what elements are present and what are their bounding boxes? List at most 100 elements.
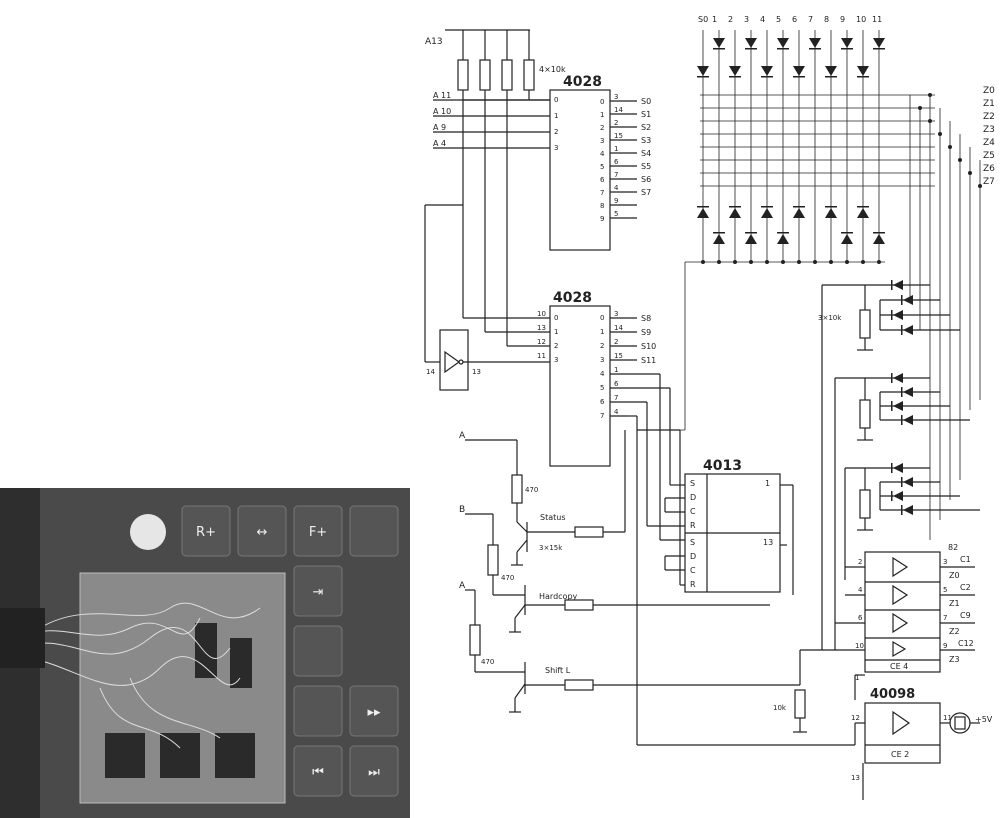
input-label: B <box>459 505 465 515</box>
chip2-pin-number: 7 <box>614 394 618 402</box>
key-label: ▸▸ <box>367 705 381 720</box>
chip1-pin-number: 9 <box>614 197 618 205</box>
chip4-in-number: 2 <box>858 558 862 566</box>
chip1-out-pin: 7 <box>600 189 604 197</box>
chip1-out-pin: 6 <box>600 176 605 184</box>
chip2-pin-number: 2 <box>614 338 618 346</box>
s-output-label: S7 <box>641 188 651 197</box>
chip2-in-pin: 0 <box>554 314 558 322</box>
hardcopy-resistor <box>564 599 594 611</box>
chip4-40098-ce4 <box>864 551 941 673</box>
chip3-pin: S <box>690 538 695 547</box>
chip1-pin-number: 5 <box>614 210 618 218</box>
chip2-out-pin: 5 <box>600 384 604 392</box>
chip4-in-number: 4 <box>858 586 863 594</box>
chip4-out-number: 5 <box>943 586 947 594</box>
chip4-out-number: 9 <box>943 642 947 650</box>
chip4-out-number: 7 <box>943 614 947 622</box>
buzzer-icon <box>949 712 971 734</box>
diode-matrix <box>637 30 982 431</box>
chip2-in-number: 12 <box>537 338 546 346</box>
resistor-10k <box>794 689 806 719</box>
chip2-pin-number: 1 <box>614 366 618 374</box>
a13-label: A13 <box>425 37 443 47</box>
chip2-4028 <box>549 305 611 467</box>
keyboard-matrix-schematic: A13 4×10k A 11 A 10 A 9 A 4 4028 0 1 2 3… <box>424 15 995 800</box>
input-label: A <box>459 581 466 591</box>
chip3-pin: R <box>690 521 696 530</box>
chip1-in-pin: 2 <box>554 128 558 136</box>
chip2-in-number: 11 <box>537 352 546 360</box>
row-label: Z5 <box>983 151 995 161</box>
chip1-out-pin: 2 <box>600 124 604 132</box>
pulldown-diode-groups <box>821 280 980 650</box>
c-output-label: C12 <box>958 639 974 648</box>
column-label: 5 <box>776 15 781 24</box>
row-label: Z2 <box>983 112 995 122</box>
column-label: S0 <box>698 15 708 24</box>
column-label: 6 <box>792 15 797 24</box>
row-label: Z0 <box>983 86 995 96</box>
chip1-in-pin: 1 <box>554 112 558 120</box>
c-output-z: Z2 <box>949 627 960 636</box>
column-label: 4 <box>760 15 765 24</box>
key-label: ↔ <box>257 525 268 540</box>
inverter-pin: 13 <box>472 368 481 376</box>
c-output-header: 82 <box>948 543 958 552</box>
row-label: Z6 <box>983 164 995 174</box>
address-line-label: A 9 <box>433 123 446 132</box>
inverter-pin: 14 <box>426 368 435 376</box>
chip1-out-pin: 9 <box>600 215 604 223</box>
pullup-value: 4×10k <box>539 65 566 74</box>
column-label: 3 <box>744 15 749 24</box>
chip2-name: 4028 <box>553 290 592 306</box>
key-label: R+ <box>196 525 216 540</box>
c-output-label: C2 <box>960 583 971 592</box>
chip2-out-pin: 7 <box>600 412 604 420</box>
chip4-label-ce4: CE 4 <box>890 662 908 671</box>
chip3-out-pin: 13 <box>763 538 773 547</box>
shift-resistor <box>564 679 594 691</box>
chip1-name: 4028 <box>563 74 602 90</box>
chip2-pin-number: 6 <box>614 380 619 388</box>
row-label: Z7 <box>983 177 995 187</box>
c-output-label: C9 <box>960 611 971 620</box>
s-output-label: S9 <box>641 328 651 337</box>
resistor-value: 470 <box>501 574 514 582</box>
chip2-out-pin: 3 <box>600 356 604 364</box>
column-label: 11 <box>872 15 882 24</box>
chip2-out-pin: 1 <box>600 328 604 336</box>
s-output-label: S1 <box>641 110 651 119</box>
address-line-label: A 10 <box>433 107 451 116</box>
chip3-out-pin: 1 <box>765 479 770 488</box>
signal-label-shift: Shift L <box>545 666 571 675</box>
row-label: Z3 <box>983 125 995 135</box>
chip1-out-pin: 3 <box>600 137 604 145</box>
chip1-pin-number: 7 <box>614 171 618 179</box>
chip1-out-pin: 0 <box>600 98 604 106</box>
shift-transistor: A 470 <box>459 581 526 713</box>
chip1-4028 <box>549 89 611 251</box>
key-label: ⏮ <box>312 765 324 780</box>
row-label: Z1 <box>983 99 995 109</box>
c-output-z: Z1 <box>949 599 960 608</box>
column-label: 9 <box>840 15 845 24</box>
c-output-z: Z0 <box>949 571 960 580</box>
chip4-out-number: 3 <box>943 558 947 566</box>
chip2-pin-number: 14 <box>614 324 623 332</box>
resistor-value: 470 <box>481 658 494 666</box>
chip4-in-number: 10 <box>855 642 864 650</box>
supply-label: +5V <box>975 715 993 724</box>
chip1-pin-number: 2 <box>614 119 618 127</box>
chip1-out-pin: 4 <box>600 150 605 158</box>
c-output-label: C1 <box>960 555 971 564</box>
chip2-pin-number: 3 <box>614 310 618 318</box>
chip2-out-pin: 2 <box>600 342 604 350</box>
chip3-name: 4013 <box>703 458 742 474</box>
chip2-in-pin: 3 <box>554 356 558 364</box>
key-label: F+ <box>309 525 327 540</box>
inverter-gate <box>444 350 461 374</box>
chip2-out-pin: 0 <box>600 314 604 322</box>
column-label: 2 <box>728 15 733 24</box>
s-output-label: S11 <box>641 356 656 365</box>
